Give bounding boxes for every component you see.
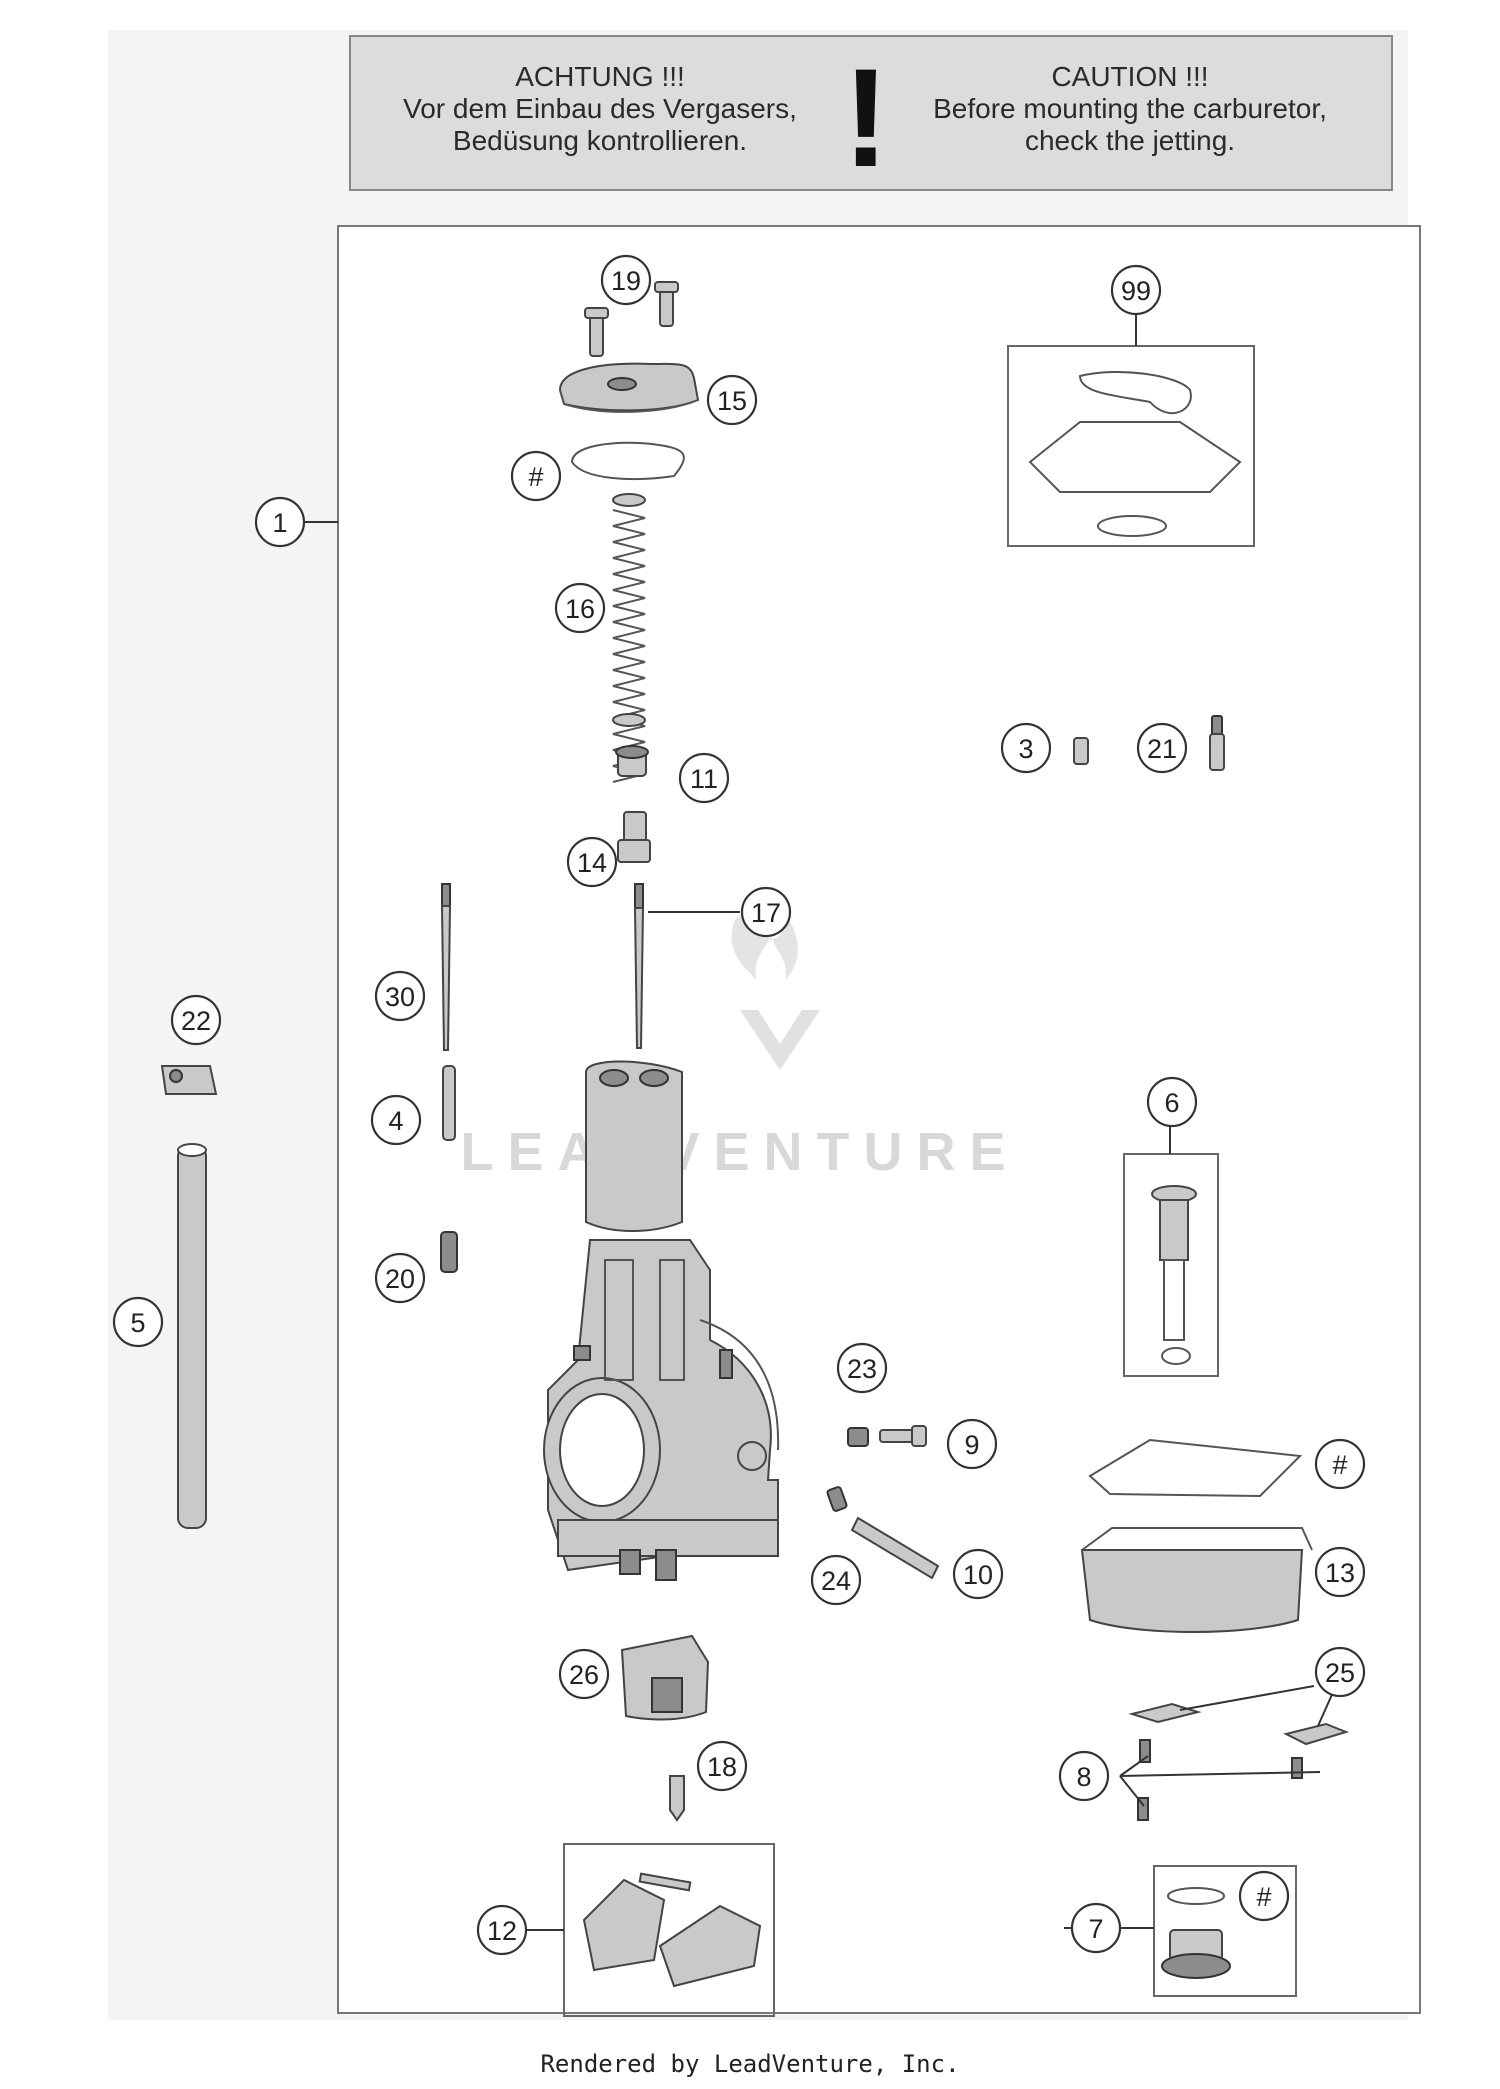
callout-18: 18 — [696, 1740, 748, 1792]
svg-text:#: # — [1332, 1450, 1347, 1480]
callout-20: 20 — [374, 1252, 426, 1304]
svg-text:23: 23 — [847, 1354, 877, 1384]
callout-12: 12 — [476, 1904, 528, 1956]
callout-3: 3 — [1000, 722, 1052, 774]
svg-text:7: 7 — [1088, 1914, 1103, 1944]
part-19-screws — [584, 281, 679, 357]
callout-hash-bowl: # — [1314, 1438, 1366, 1490]
part-22-clamp — [160, 1065, 218, 1095]
svg-text:16: 16 — [565, 594, 595, 624]
callout-19: 19 — [600, 254, 652, 306]
part-24-10-pin — [826, 1486, 940, 1580]
callout-26: 26 — [558, 1648, 610, 1700]
svg-text:15: 15 — [717, 386, 747, 416]
footer-credit: Rendered by LeadVenture, Inc. — [540, 2050, 959, 2078]
callout-4: 4 — [370, 1094, 422, 1146]
svg-text:13: 13 — [1325, 1558, 1355, 1588]
svg-text:25: 25 — [1325, 1658, 1355, 1688]
part-30-needle — [440, 883, 452, 1051]
svg-text:99: 99 — [1121, 276, 1151, 306]
svg-text:30: 30 — [385, 982, 415, 1012]
svg-text:1: 1 — [272, 508, 287, 538]
svg-text:22: 22 — [181, 1006, 211, 1036]
svg-text:20: 20 — [385, 1264, 415, 1294]
callout-11: 11 — [678, 752, 730, 804]
caution-de-title: ACHTUNG !!! — [515, 61, 685, 92]
callout-7: 7 — [1070, 1902, 1122, 1954]
svg-text:4: 4 — [388, 1106, 403, 1136]
callout-9: 9 — [946, 1418, 998, 1470]
float-bowl-gasket — [1088, 1438, 1303, 1498]
callout-21: 21 — [1136, 722, 1188, 774]
svg-text:#: # — [528, 462, 543, 492]
svg-text:9: 9 — [964, 1430, 979, 1460]
part-26-float — [620, 1634, 710, 1721]
top-gasket — [570, 441, 685, 480]
callout-25: 25 — [1314, 1646, 1366, 1698]
callout-hash-plug: # — [1238, 1870, 1290, 1922]
callout-99: 99 — [1110, 264, 1162, 316]
caution-banner: ACHTUNG !!! Vor dem Einbau des Vergasers… — [349, 35, 1393, 196]
part-13-float-bowl — [1080, 1527, 1313, 1633]
assembly-frame — [337, 225, 1421, 2014]
throttle-slide — [585, 1060, 683, 1232]
caution-en-line1: Before mounting the carburetor, — [933, 93, 1327, 124]
svg-text:5: 5 — [130, 1308, 145, 1338]
caution-en-line2: check the jetting. — [1025, 125, 1235, 156]
callout-14: 14 — [566, 836, 618, 888]
svg-text:21: 21 — [1147, 734, 1177, 764]
svg-text:10: 10 — [963, 1560, 993, 1590]
svg-text:3: 3 — [1018, 734, 1033, 764]
callout-30: 30 — [374, 970, 426, 1022]
watermark-text: LEADVENTURE — [460, 1122, 1019, 1182]
caution-en-title: CAUTION !!! — [1051, 61, 1208, 92]
part-18-float-needle — [669, 1775, 685, 1822]
svg-text:14: 14 — [577, 848, 607, 878]
svg-text:17: 17 — [751, 898, 781, 928]
callout-13: 13 — [1314, 1546, 1366, 1598]
part-25-brackets — [1128, 1702, 1350, 1746]
callout-15: 15 — [706, 374, 758, 426]
part-5-hose — [177, 1143, 207, 1529]
svg-text:8: 8 — [1076, 1762, 1091, 1792]
svg-text:#: # — [1256, 1882, 1271, 1912]
callout-22: 22 — [170, 994, 222, 1046]
callout-16: 16 — [554, 582, 606, 634]
callout-6: 6 — [1146, 1076, 1198, 1128]
part-16-spring — [612, 493, 646, 783]
part-8-screws — [1137, 1739, 1303, 1821]
callout-1: 1 — [254, 496, 306, 548]
callout-5: 5 — [112, 1296, 164, 1348]
part-15-top-cover — [558, 362, 700, 413]
caution-de-line2: Bedüsung kontrollieren. — [453, 125, 747, 156]
part-21-screw — [1209, 715, 1225, 771]
callout-23: 23 — [836, 1342, 888, 1394]
part-12-float-set — [563, 1843, 775, 2017]
svg-text:12: 12 — [487, 1916, 517, 1946]
part-7-drain-plug — [1153, 1865, 1297, 1997]
svg-text:18: 18 — [707, 1752, 737, 1782]
svg-text:6: 6 — [1164, 1088, 1179, 1118]
carburetor-body — [543, 1239, 780, 1581]
svg-text:19: 19 — [611, 266, 641, 296]
callout-8: 8 — [1058, 1750, 1110, 1802]
svg-text:26: 26 — [569, 1660, 599, 1690]
part-14-holder — [617, 811, 651, 863]
part-11-collar — [615, 745, 649, 777]
callout-24: 24 — [810, 1554, 862, 1606]
part-20-jet — [440, 1231, 458, 1273]
callout-17: 17 — [740, 886, 792, 938]
part-3-jet — [1073, 737, 1089, 765]
part-99-gasket-kit — [1007, 345, 1255, 547]
svg-text:11: 11 — [690, 764, 718, 794]
part-23-9-screw — [847, 1425, 927, 1447]
part-17-needle — [633, 883, 645, 1049]
part-4-jet-pin — [442, 1065, 456, 1141]
caution-de-line1: Vor dem Einbau des Vergasers, — [403, 93, 797, 124]
callout-10: 10 — [952, 1548, 1004, 1600]
svg-text:24: 24 — [821, 1566, 851, 1596]
caution-exclamation-icon: ! — [843, 39, 890, 196]
callout-hash-top: # — [510, 450, 562, 502]
